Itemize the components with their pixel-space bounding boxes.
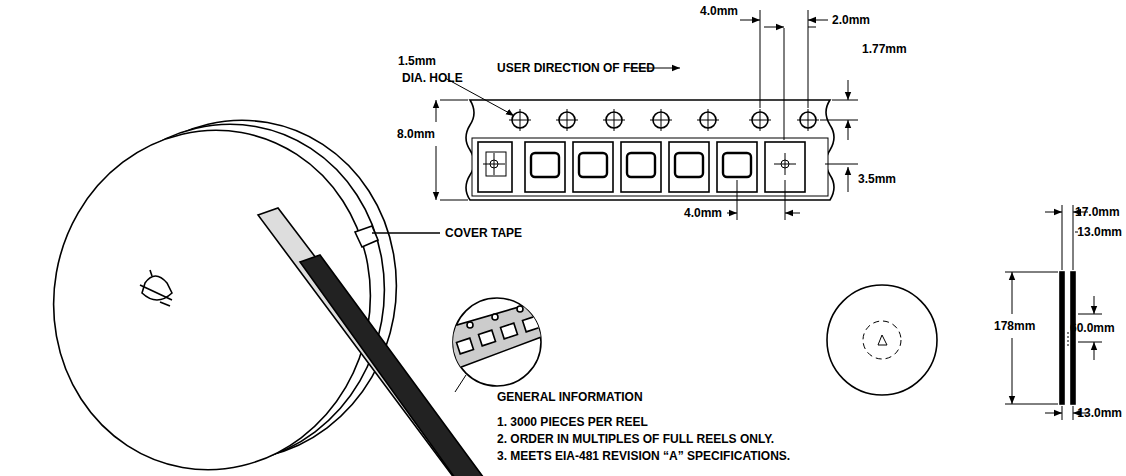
- dimension-label: USER DIRECTION OF FEED: [497, 61, 655, 75]
- dimension-label: 1.77mm: [862, 42, 907, 56]
- dimension-label: 178mm: [994, 319, 1035, 333]
- dimension-label: DIA. HOLE: [402, 71, 463, 85]
- dimension-label: 2.0mm: [832, 13, 870, 27]
- note-text: 3. MEETS EIA-481 REVISION “A” SPECIFICAT…: [497, 449, 790, 463]
- note-text: 1. 3000 PIECES PER REEL: [497, 415, 648, 429]
- dimension-label: 13.0mm: [1077, 225, 1122, 239]
- dimension-label: 60.0mm: [1070, 321, 1115, 335]
- dimension-label: 1.5mm: [398, 54, 436, 68]
- dimension-label: 17.0mm: [1075, 205, 1120, 219]
- dimension-label: 3.5mm: [858, 172, 896, 186]
- notes-heading: GENERAL INFORMATION: [497, 390, 643, 404]
- dimension-label: 8.0mm: [397, 127, 435, 141]
- note-text: 2. ORDER IN MULTIPLES OF FULL REELS ONLY…: [497, 432, 774, 446]
- dimension-label: COVER TAPE: [445, 226, 522, 240]
- dimension-label: 13.0mm: [1077, 406, 1122, 420]
- dimension-label: 4.0mm: [684, 206, 722, 220]
- dimension-label: 4.0mm: [700, 4, 738, 18]
